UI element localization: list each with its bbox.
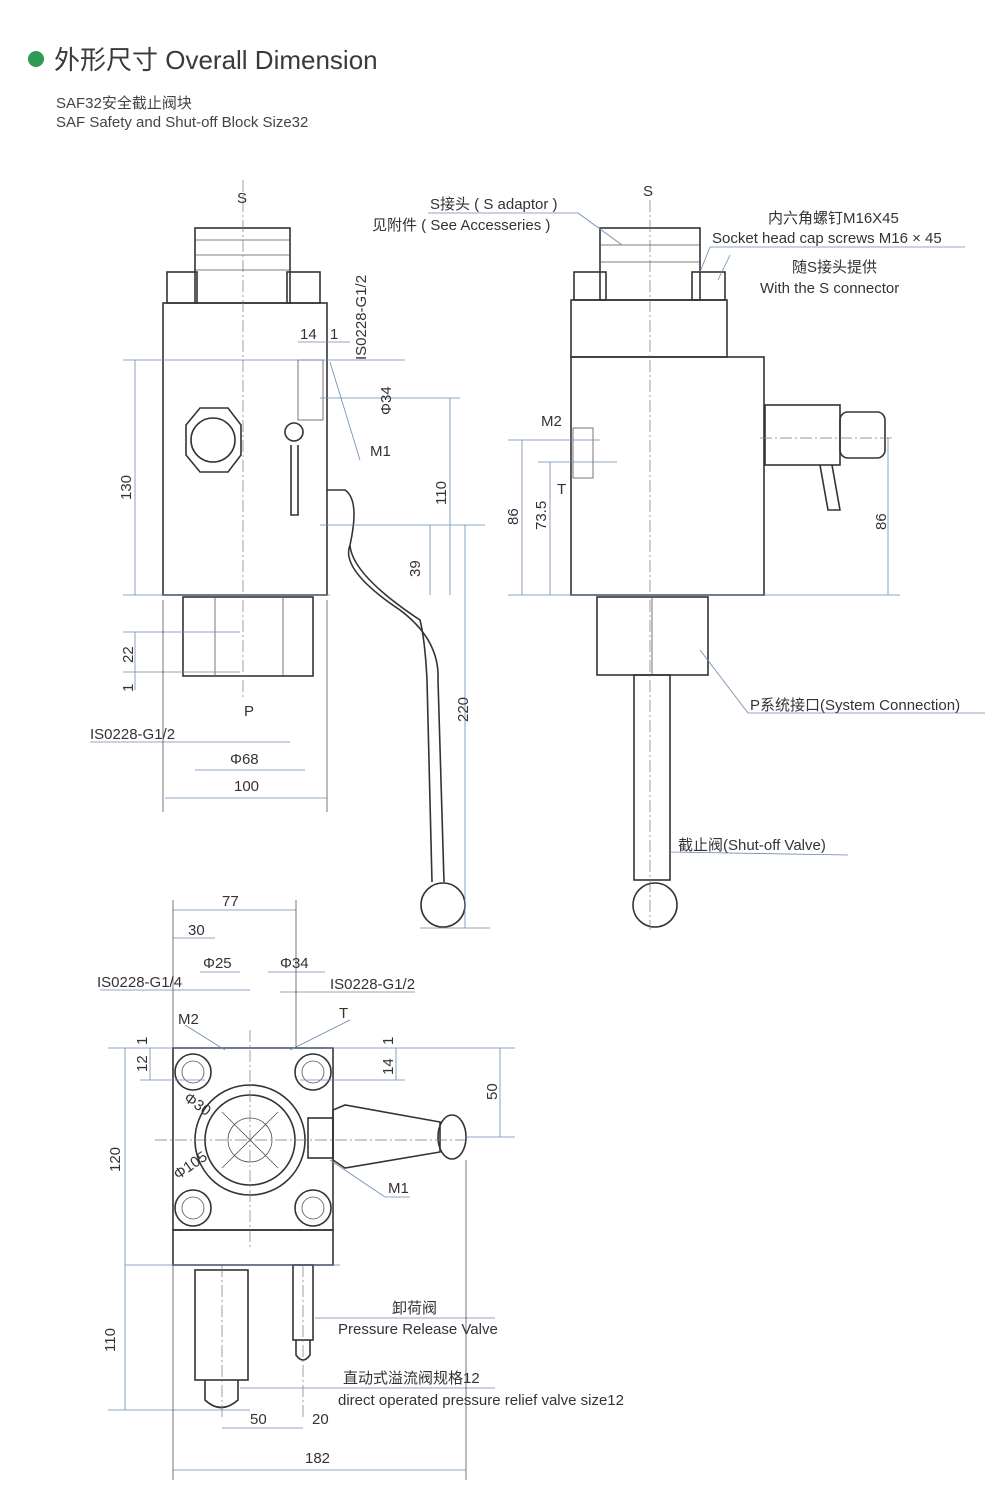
page-title: 外形尺寸 Overall Dimension: [28, 40, 378, 77]
front-p-label: P: [244, 703, 254, 720]
front-dim-1: 1: [330, 326, 338, 343]
side-dim-86b: 86: [873, 513, 890, 530]
front-view: S IS0228-G1/2 14 1 Φ34 M1 130 110 39 22 …: [90, 180, 490, 929]
front-dim-220: 220: [455, 697, 472, 722]
top-port-left: IS0228-G1/4: [97, 974, 182, 991]
front-dim-14: 14: [300, 326, 317, 343]
top-dim-120: 120: [107, 1147, 124, 1172]
front-dim-100: 100: [234, 778, 259, 795]
top-dim-phi25: Φ25: [203, 955, 232, 972]
side-t: T: [557, 481, 566, 498]
front-dim-22: 22: [120, 646, 137, 663]
top-dim-30: 30: [188, 922, 205, 939]
top-dim-50b: 50: [250, 1411, 267, 1428]
top-dim-14: 14: [380, 1058, 397, 1075]
front-dim-39: 39: [407, 560, 424, 577]
top-dim-phi30: Φ30: [181, 1089, 214, 1119]
bullet-icon: [28, 50, 44, 67]
prv-en-label: Pressure Release Valve: [338, 1321, 498, 1338]
front-dim-phi34: Φ34: [378, 386, 395, 415]
screws-cn-label: 内六角螺钉M16X45: [768, 210, 899, 227]
with-s-cn-label: 随S接头提供: [792, 259, 877, 276]
top-dim-20: 20: [312, 1411, 329, 1428]
side-m2: M2: [541, 413, 562, 430]
subtitle-cn: SAF32安全截止阀块: [56, 95, 192, 112]
front-dim-phi68: Φ68: [230, 751, 259, 768]
side-s-label: S: [643, 183, 653, 200]
front-dim-130: 130: [118, 475, 135, 500]
side-dim-73-5: 73.5: [533, 501, 550, 530]
top-m2: M2: [178, 1011, 199, 1028]
see-accessories-label: 见附件 ( See Accesseries ): [372, 217, 550, 234]
top-port-right: IS0228-G1/2: [330, 976, 415, 993]
with-s-en-label: With the S connector: [760, 280, 899, 297]
top-dim-phi34: Φ34: [280, 955, 309, 972]
prv-cn-label: 卸荷阀: [392, 1300, 437, 1317]
shutoff-label: 截止阀(Shut-off Valve): [678, 837, 826, 854]
title-text: 外形尺寸 Overall Dimension: [54, 45, 378, 75]
top-dim-phi105: Φ105: [171, 1148, 211, 1183]
top-m1: M1: [388, 1180, 409, 1197]
top-dim-1b: 1: [380, 1037, 397, 1045]
front-m1: M1: [370, 443, 391, 460]
front-port-bottom: IS0228-G1/2: [90, 726, 175, 743]
screws-en-label: Socket head cap screws M16 × 45: [712, 230, 942, 247]
front-dim-110: 110: [433, 481, 450, 505]
relief-en-label: direct operated pressure relief valve si…: [338, 1392, 624, 1409]
top-t: T: [339, 1005, 348, 1022]
front-dim-1b: 1: [120, 684, 137, 692]
top-dim-12: 12: [134, 1055, 151, 1072]
top-dim-77: 77: [222, 893, 239, 910]
side-dim-86: 86: [505, 508, 522, 525]
top-view: 77 30 Φ25 Φ34 IS0228-G1/4 IS0228-G1/2 M2…: [97, 893, 624, 1480]
s-adaptor-label: S接头 ( S adaptor ): [430, 196, 558, 213]
top-dim-50: 50: [484, 1083, 501, 1100]
side-view: S S接头 ( S adaptor ) 见附件 ( See Accesserie…: [372, 183, 985, 930]
top-dim-110: 110: [102, 1328, 119, 1352]
relief-cn-label: 直动式溢流阀规格12: [343, 1370, 480, 1387]
front-port-top: IS0228-G1/2: [353, 275, 370, 360]
front-s-label: S: [237, 190, 247, 207]
top-dim-1: 1: [134, 1037, 151, 1045]
subtitle-en: SAF Safety and Shut-off Block Size32: [56, 114, 309, 131]
top-dim-182: 182: [305, 1450, 330, 1467]
p-connection-label: P系统接口(System Connection): [750, 697, 960, 714]
